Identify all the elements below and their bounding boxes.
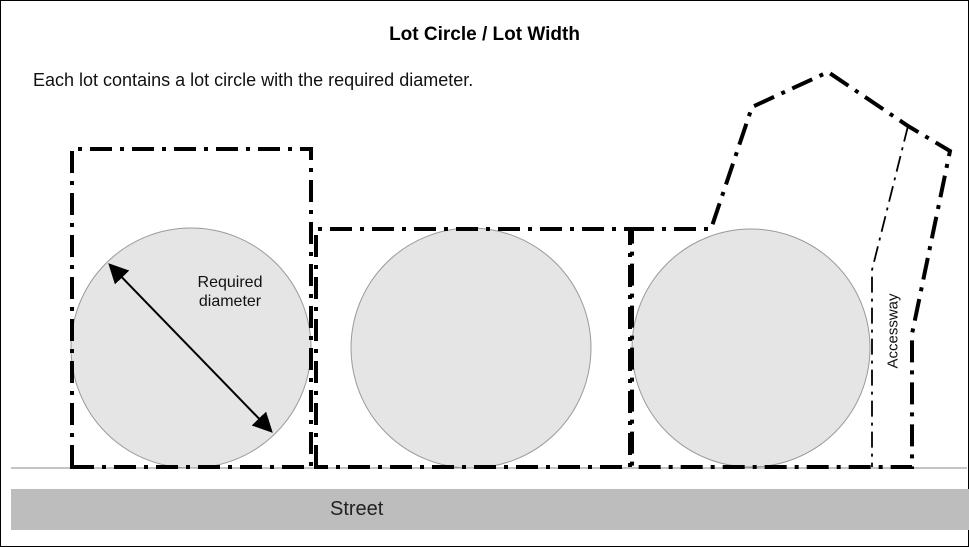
- street-band: [11, 489, 969, 530]
- lot-boundary-3: [630, 69, 953, 469]
- lot-circle-2: [350, 227, 592, 469]
- street-label: Street: [330, 498, 384, 520]
- accessway-boundary: [871, 125, 909, 467]
- diagram-caption: Each lot contains a lot circle with the …: [33, 70, 474, 90]
- required-diameter-arrow: [108, 263, 273, 433]
- lot-circle-3: [631, 228, 871, 468]
- accessway-label: Accessway: [884, 293, 902, 369]
- diagram-title: Lot Circle / Lot Width: [389, 24, 580, 45]
- lot-boundary-1: [70, 147, 313, 469]
